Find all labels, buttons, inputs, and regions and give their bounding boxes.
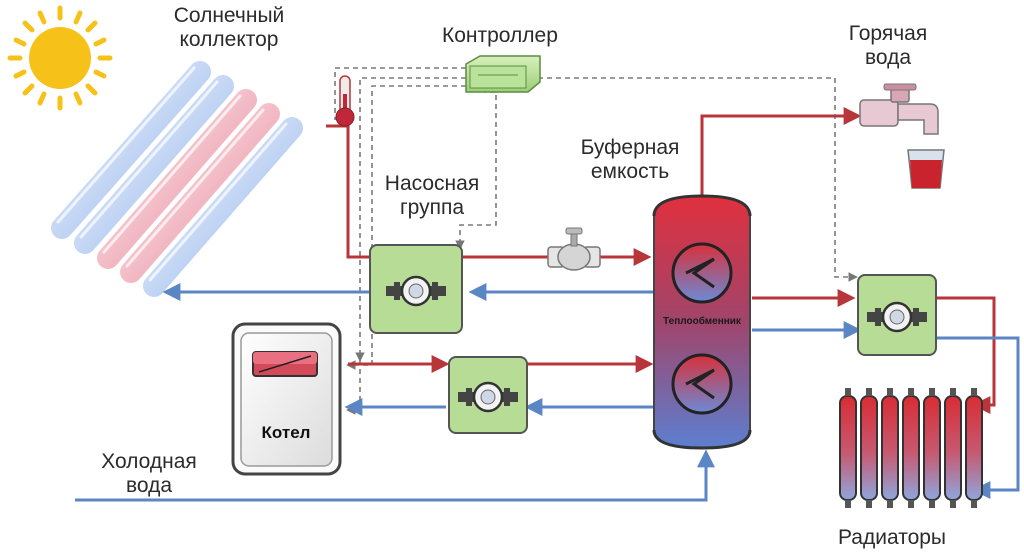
buffer-tank: Теплообменник [652, 194, 752, 450]
control-lines [334, 67, 858, 415]
heat-exchanger-coil-upper [671, 242, 733, 304]
valve-icon [547, 227, 601, 271]
cold-water-label: Холодная вода [101, 450, 197, 497]
solar-collector-label: Солнечный коллектор [173, 4, 285, 51]
collector-tube [97, 89, 257, 269]
radiator-section [965, 395, 983, 501]
collector-tube [74, 75, 234, 254]
radiators-label: Радиаторы [838, 526, 947, 549]
heat-exchanger-label: Теплообменник [663, 315, 742, 327]
thermometer-icon [335, 75, 355, 127]
radiator [839, 388, 983, 508]
pump-boiler-circuit [448, 356, 528, 434]
radiator-section [902, 395, 920, 501]
collector-tube [51, 61, 211, 239]
hot-lines [326, 107, 996, 414]
radiator-section [923, 395, 941, 501]
pump-group-label: Насосная группа [384, 172, 480, 219]
controller-box [465, 55, 541, 93]
cold-lines [75, 283, 1020, 502]
radiator-section [860, 395, 878, 501]
collector-tube [120, 103, 280, 283]
pump-radiator-circuit [857, 274, 937, 356]
pump-solar-circuit [369, 244, 463, 334]
boiler-label: Котел [262, 423, 311, 442]
collector-tube [143, 117, 303, 297]
buffer-tank-label: Буферная емкость [580, 136, 680, 183]
radiator-section [881, 395, 899, 501]
heat-exchanger-coil-lower [671, 353, 733, 415]
faucet-icon [859, 83, 939, 135]
radiator-section [944, 395, 962, 501]
solar-collector [51, 61, 303, 297]
boiler: Котел [231, 322, 342, 476]
hot-water-label: Горячая вода [848, 22, 928, 69]
controller-label: Контроллер [442, 24, 558, 47]
water-cup-icon [907, 149, 945, 189]
radiator-section [839, 395, 857, 501]
sun-icon [7, 5, 113, 111]
